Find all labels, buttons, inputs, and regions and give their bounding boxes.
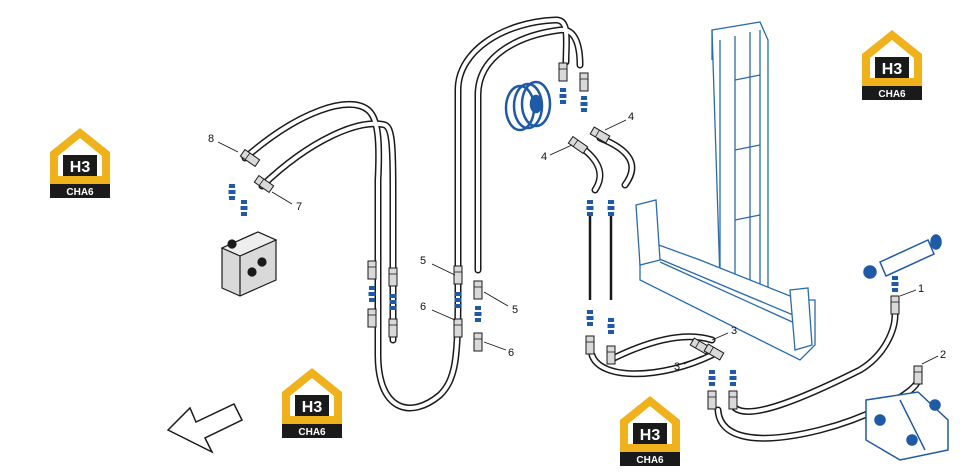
callout-5b: 5 [512, 304, 518, 316]
callout-7: 7 [296, 201, 302, 213]
svg-text:H3: H3 [70, 159, 91, 176]
svg-text:CHA6: CHA6 [636, 455, 664, 466]
watermark-logo: H3 CHA6 [620, 396, 680, 466]
watermark-logo: H3 CHA6 [282, 368, 342, 438]
svg-text:H3: H3 [640, 427, 661, 444]
thin-pipes [588, 215, 613, 300]
watermark-logo: H3 CHA6 [862, 30, 922, 100]
svg-text:H3: H3 [882, 61, 903, 78]
direction-arrow [166, 403, 244, 454]
callout-3a: 3 [731, 325, 737, 337]
callout-4b: 4 [541, 151, 547, 163]
svg-text:CHA6: CHA6 [298, 427, 326, 438]
callout-3b: 3 [674, 361, 680, 373]
svg-text:CHA6: CHA6 [878, 89, 906, 100]
hose-fittings [239, 62, 923, 410]
watermark-logos: H3 CHA6 H3 CHA6 H3 CHA6 H3 CHA6 [50, 30, 922, 466]
callout-6b: 6 [508, 347, 514, 359]
pulley [504, 80, 552, 132]
callout-1: 1 [918, 283, 924, 295]
valve-block-left [220, 231, 278, 297]
callout-8: 8 [208, 133, 214, 145]
callout-4a: 4 [628, 111, 634, 123]
mast-frame [635, 21, 816, 361]
svg-text:H3: H3 [302, 399, 323, 416]
watermark-logo: H3 CHA6 [50, 128, 110, 198]
control-valve [865, 391, 949, 461]
callout-labels: 8 7 5 5 6 6 4 4 3 3 1 2 [208, 111, 946, 373]
callout-6a: 6 [420, 301, 426, 313]
svg-text:CHA6: CHA6 [66, 187, 94, 198]
cylinder [863, 234, 942, 279]
callout-2: 2 [940, 349, 946, 361]
callout-5a: 5 [420, 255, 426, 267]
